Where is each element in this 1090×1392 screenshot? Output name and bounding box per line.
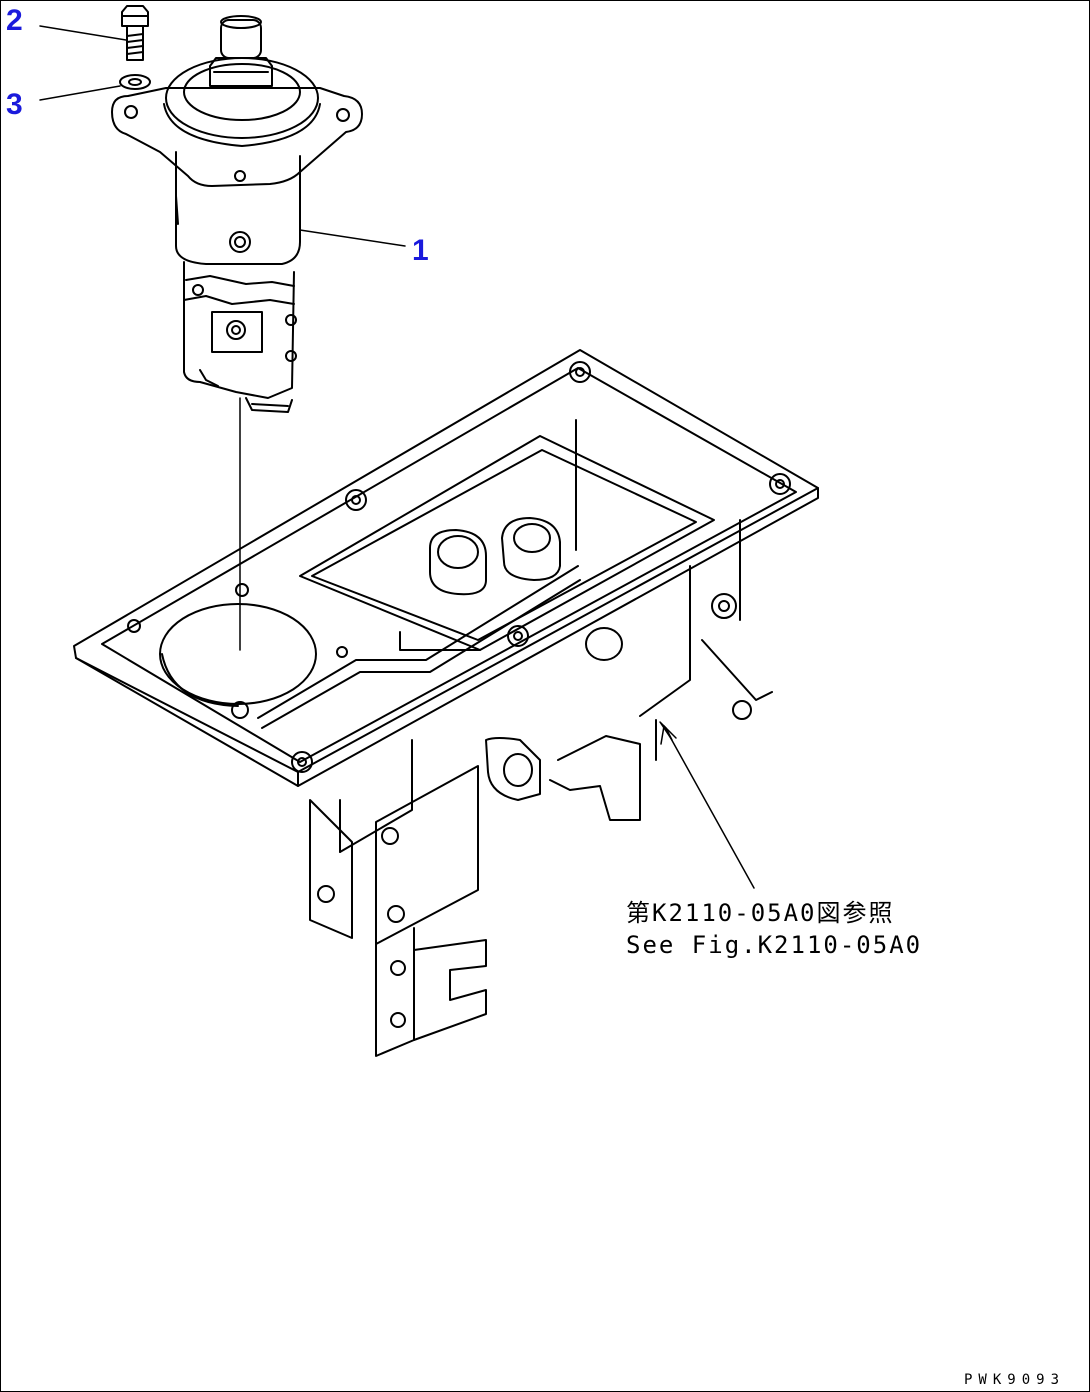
washer-icon — [119, 74, 151, 90]
reference-text-en: See Fig.K2110-05A0 — [626, 931, 923, 959]
callout-3: 3 — [6, 88, 23, 121]
callout-leaders — [39, 25, 406, 247]
bolt-icon — [121, 5, 149, 61]
valve-assembly-icon — [111, 15, 363, 413]
callout-2: 2 — [6, 4, 23, 37]
console-frame-icon — [73, 349, 819, 1057]
reference-leader — [659, 721, 755, 889]
reference-text-jp: 第K2110-05A0図参照 — [626, 899, 895, 927]
drawing-code: PWK9093 — [964, 1372, 1066, 1388]
callout-1: 1 — [412, 234, 429, 267]
